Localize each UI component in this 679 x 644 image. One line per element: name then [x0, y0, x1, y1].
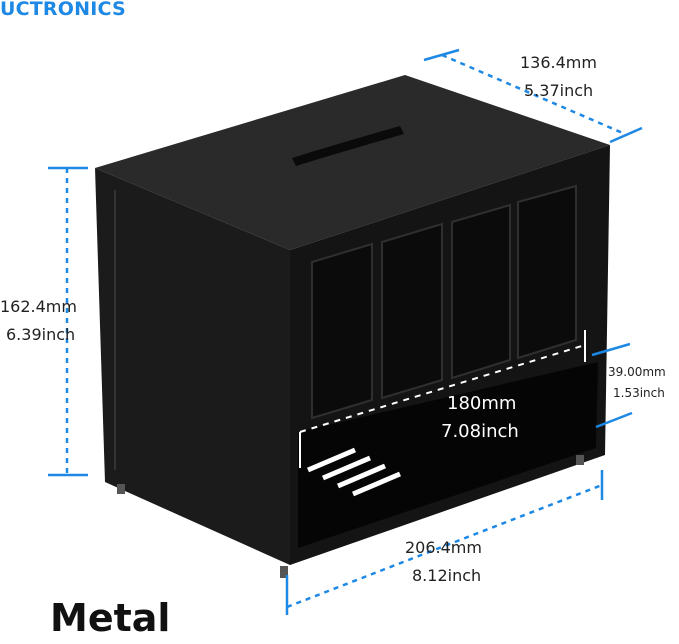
feet [117, 455, 584, 578]
uctronics-logo: UCTRONICS [0, 0, 126, 20]
depth-dimension-line [423, 48, 643, 144]
drive-bays [311, 184, 577, 420]
height-dimension-line [48, 166, 88, 477]
height-inch-label: 6.39inch [6, 325, 76, 344]
slot-gap-inch-label: 1.53inch [613, 386, 665, 400]
height-mm-label: 162.4mm [0, 297, 77, 316]
inner-width-mm-label: 180mm [447, 393, 517, 414]
width-inch-label: 8.12inch [412, 566, 482, 585]
slot-gap-mm-label: 39.00mm [608, 365, 666, 379]
slot-gap-dimension-line [591, 342, 633, 429]
material-caption: Metal [50, 596, 171, 640]
depth-mm-label: 136.4mm [520, 53, 597, 72]
enclosure-top [95, 75, 610, 250]
lower-bay-opening [298, 362, 598, 548]
vent-slots [292, 126, 404, 166]
bottom-white-slots [307, 447, 401, 497]
depth-inch-label: 5.37inch [524, 81, 594, 100]
inner-width-inch-label: 7.08inch [441, 421, 519, 442]
width-dimension-line [285, 470, 604, 615]
width-mm-label: 206.4mm [405, 538, 482, 557]
enclosure-left-side [95, 168, 290, 565]
inner-width-indicator [299, 330, 586, 468]
